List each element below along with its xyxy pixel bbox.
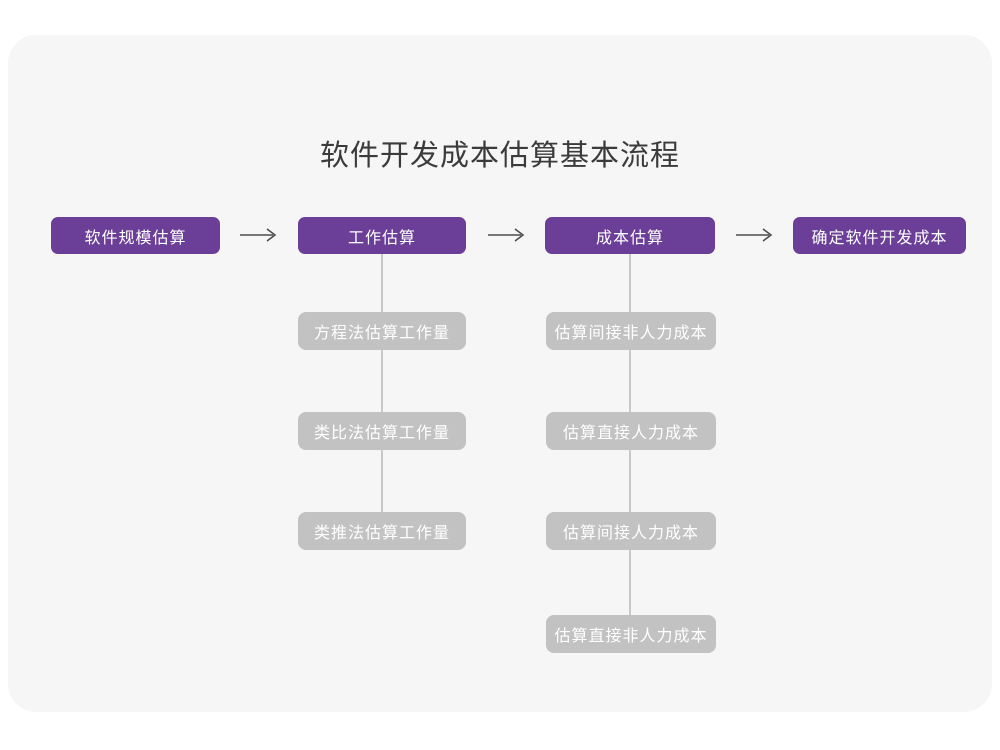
method-analogy-workload-estimation: 类比法估算工作量 bbox=[298, 412, 466, 450]
method-extrapolation-workload-estimation: 类推法估算工作量 bbox=[298, 512, 466, 550]
connector-line-work-estimation bbox=[381, 253, 383, 516]
flow-step-determine-development-cost: 确定软件开发成本 bbox=[793, 217, 966, 254]
cost-step-direct-non-labor: 估算直接非人力成本 bbox=[546, 615, 716, 653]
method-equation-workload-estimation: 方程法估算工作量 bbox=[298, 312, 466, 350]
cost-step-indirect-non-labor: 估算间接非人力成本 bbox=[546, 312, 716, 350]
flow-step-effort-estimation: 工作估算 bbox=[298, 217, 466, 254]
arrow-right-icon bbox=[488, 228, 525, 242]
arrow-right-icon bbox=[240, 228, 277, 242]
cost-step-indirect-labor: 估算间接人力成本 bbox=[546, 512, 716, 550]
arrow-right-icon bbox=[736, 228, 773, 242]
flow-step-software-size-estimation: 软件规模估算 bbox=[51, 217, 220, 254]
cost-step-direct-labor: 估算直接人力成本 bbox=[546, 412, 716, 450]
diagram-title: 软件开发成本估算基本流程 bbox=[319, 140, 680, 172]
flow-step-cost-estimation: 成本估算 bbox=[545, 217, 715, 254]
flowchart-canvas: 软件开发成本估算基本流程 软件规模估算 工作估算 成本估算 确定软件开发成本 方… bbox=[8, 35, 992, 712]
